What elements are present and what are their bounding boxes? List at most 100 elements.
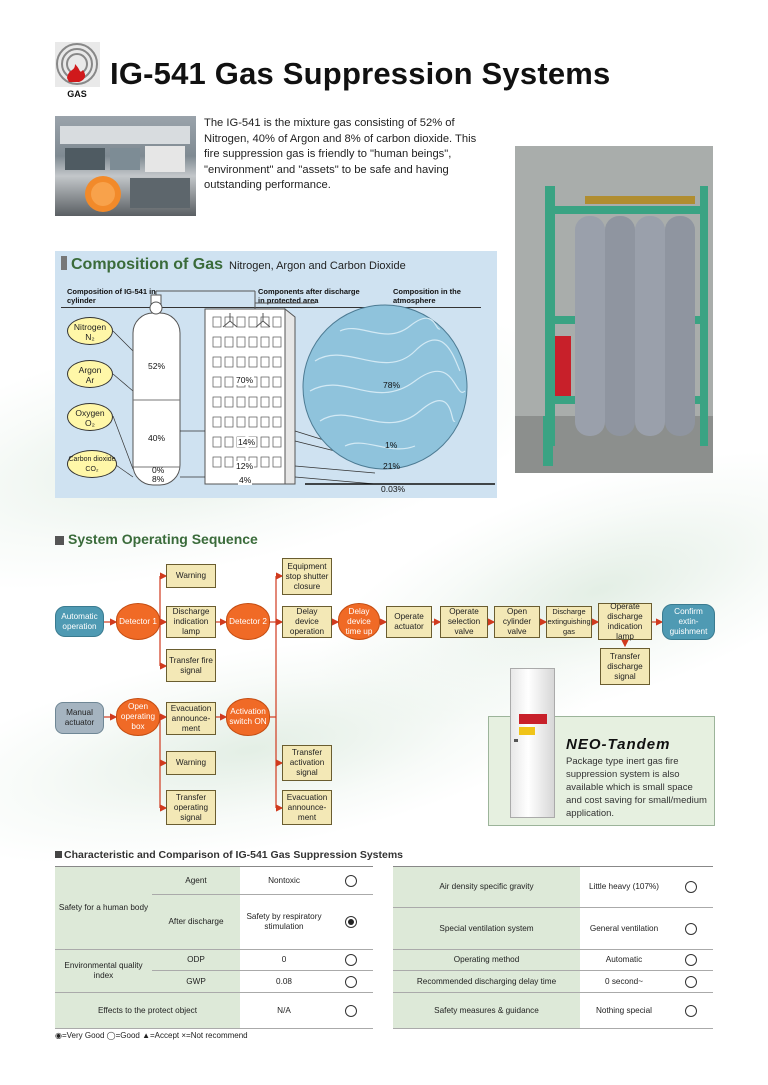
good-icon [684, 881, 697, 893]
cylinder-co2-pct: 8% [152, 474, 165, 484]
cylinder-nitrogen-pct: 52% [148, 361, 166, 371]
unit-panel-yellow [519, 727, 535, 735]
discharge-gas-node: Discharge extinguishing gas [546, 606, 592, 638]
transfer-activation-node: Transfer activation signal [282, 745, 332, 781]
odp-value: 0 [240, 950, 328, 971]
section-marker [61, 256, 67, 270]
left-comparison-table: Safety for a human body Agent Nontoxic A… [55, 866, 373, 1029]
nitrogen-formula: N₂ [85, 332, 95, 342]
agent-value: Nontoxic [240, 867, 328, 895]
co2-name: Carbon dioxide [68, 456, 116, 463]
transfer-operating-node: Transfer operating signal [166, 790, 216, 825]
ventilation-value: General ventilation [580, 908, 668, 950]
section-marker [55, 536, 64, 545]
detector1-node: Detector 1 [116, 603, 160, 640]
detector2-node: Detector 2 [226, 603, 270, 640]
neo-tandem-unit [510, 668, 555, 818]
gwp-rating [328, 971, 373, 993]
oxygen-name: Oxygen [75, 408, 105, 418]
discharge-indication-node: Discharge indication lamp [166, 606, 216, 638]
ventilation-label: Special ventilation system [393, 908, 580, 950]
delay-label: Recommended discharging delay time [393, 971, 580, 993]
composition-title-row: Composition of Gas Nitrogen, Argon and Ca… [61, 256, 406, 274]
composition-diagram [112, 290, 495, 486]
method-value: Automatic [580, 950, 668, 971]
heading-rule [61, 307, 481, 308]
activation-switch-node: Activation switch ON [226, 698, 270, 736]
rating-legend: ◉=Very Good ◯=Good ▲=Accept ×=Not recomm… [55, 1031, 248, 1040]
delay-rating [668, 971, 713, 993]
oxygen-formula: O₂ [85, 418, 95, 428]
table-title-row: Characteristic and Comparison of IG-541 … [55, 849, 403, 861]
evacuation-announcement2-node: Evacuation announce-ment [282, 790, 332, 825]
odp-rating [328, 950, 373, 971]
co2-formula: CO₂ [85, 466, 99, 473]
atmosphere-argon-pct: 1% [385, 440, 398, 450]
air-density-value: Little heavy (107%) [580, 867, 668, 908]
composition-panel: Composition of Gas Nitrogen, Argon and Ca… [55, 251, 497, 498]
area-nitrogen-pct: 70% [235, 375, 255, 385]
gwp-value: 0.08 [240, 971, 328, 993]
after-discharge-label: After discharge [152, 895, 240, 950]
table-title: Characteristic and Comparison of IG-541 … [64, 849, 404, 861]
good-icon [344, 874, 357, 887]
sequence-title-row: System Operating Sequence [55, 531, 258, 549]
page-title: IG-541 Gas Suppression Systems [110, 56, 611, 91]
nitrogen-name: Nitrogen [73, 322, 107, 332]
after-discharge-value: Safety by respiratory stimulation [240, 895, 328, 950]
good-icon [344, 975, 357, 988]
after-discharge-rating [328, 895, 373, 950]
cylinder-oxygen-pct: 0% [152, 465, 165, 475]
gas-logo: GAS [55, 42, 100, 99]
argon-name: Argon [78, 365, 102, 375]
sequence-title: System Operating Sequence [68, 531, 258, 547]
good-icon [684, 954, 697, 966]
safety-measures-value: Nothing special [580, 993, 668, 1029]
intro-text: The IG-541 is the mixture gas consisting… [204, 117, 477, 191]
operate-selection-node: Operate selection valve [440, 606, 488, 638]
neo-text: Package type inert gas fire suppression … [566, 756, 707, 819]
section-marker [55, 851, 62, 858]
safety-measures-label: Safety measures & guidance [393, 993, 580, 1029]
effects-rating [328, 993, 373, 1029]
atmosphere-oxygen-pct: 21% [383, 461, 401, 471]
operate-discharge-lamp-node: Operate discharge indication lamp [598, 602, 652, 641]
agent-rating [328, 867, 373, 895]
safety-label: Safety for a human body [55, 867, 152, 950]
good-icon [684, 975, 697, 988]
atmosphere-co2-pct: 0.03% [381, 484, 406, 494]
confirm-node: Confirm extin-guishment [662, 604, 715, 640]
delay-value: 0 second~ [580, 971, 668, 993]
unit-handle [514, 739, 518, 742]
air-density-rating [668, 867, 713, 908]
cylinder-argon-pct: 40% [148, 433, 166, 443]
right-comparison-table: Air density specific gravity Little heav… [393, 866, 713, 1029]
air-density-label: Air density specific gravity [393, 867, 580, 908]
gwp-label: GWP [152, 971, 240, 993]
very-good-icon [344, 916, 357, 928]
composition-title: Composition of Gas [71, 256, 223, 273]
composition-subtitle: Nitrogen, Argon and Carbon Dioxide [229, 260, 406, 272]
area-argon-pct: 14% [237, 437, 257, 447]
cylinder-heading: Composition of IG-541 in cylinder [67, 287, 156, 305]
transfer-fire-node: Transfer fire signal [166, 649, 216, 682]
unit-panel-red [519, 714, 547, 724]
transfer-discharge-node: Transfer discharge signal [600, 648, 650, 685]
atmosphere-heading-text: Composition in the atmosphere [393, 287, 461, 305]
safety-measures-rating [668, 993, 713, 1029]
components-heading: Components after discharge in protected … [258, 287, 360, 305]
effects-label: Effects to the protect object [55, 993, 240, 1029]
atmosphere-nitrogen-pct: 78% [383, 380, 401, 390]
agent-label: Agent [152, 867, 240, 895]
warning-node: Warning [166, 564, 216, 588]
method-rating [668, 950, 713, 971]
control-room-photo [55, 116, 196, 216]
delay-device-operation-node: Delay device operation [282, 606, 332, 638]
equipment-stop-node: Equipment stop shutter closure [282, 558, 332, 595]
evacuation-announcement-node: Evacuation announce-ment [166, 702, 216, 735]
